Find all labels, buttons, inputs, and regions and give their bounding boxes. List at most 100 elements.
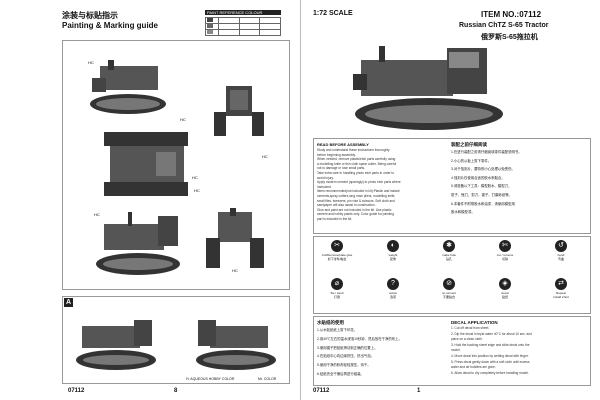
no-cement-icon: ⊘ xyxy=(443,278,455,290)
painting-views-box xyxy=(62,40,290,290)
tractor-side-view-2-illustration xyxy=(96,212,180,275)
decal-zh-line: 3.使用镊子把贴纸滑动到正确的位置上。 xyxy=(317,345,378,350)
assembly-en-line: part is included in the kit. xyxy=(317,216,353,221)
decal-en-line: 5. Press decal gently down with a soft c… xyxy=(451,359,530,364)
paint-reference-table xyxy=(205,17,281,36)
left-footer-item-no: 07112 xyxy=(68,388,85,394)
painting-title-zh: 涂装与标贴指示 xyxy=(62,11,118,20)
decal-en-line: 3. Hold the backing sheet edge and slide… xyxy=(451,342,530,347)
paint-chip-2 xyxy=(207,24,213,28)
decal-en-line: 6. Allow decal to dry completely before … xyxy=(451,370,529,375)
assembly-title-zh: 装配之前仔细阅读 xyxy=(451,142,487,147)
decal-title-zh: 水贴纸的使用 xyxy=(317,320,344,325)
assembly-zh-line: 2.小心的从板上剪下零件。 xyxy=(451,158,492,163)
bend-icon: ↺ xyxy=(555,240,567,252)
decal-en-line: 1. Cut off decal from sheet. xyxy=(451,326,490,330)
decal-en-line: 2. Dip the decal in tepid water 40°C for… xyxy=(451,331,532,336)
assembly-en-line: small files, tweezers, pin vise & scisso… xyxy=(317,198,395,203)
icon-label-zh: 打磨 xyxy=(333,294,340,299)
tractor-side-view-illustration xyxy=(90,60,166,114)
decal-en-line: model. xyxy=(451,348,461,353)
decal-zh-line: 1.从水贴纸纸上剪下印花。 xyxy=(317,328,358,332)
assembly-zh-line: 4.蚀刻片仅使用合适的胶水来黏合。 xyxy=(451,175,505,180)
painting-title-en: Painting & Marking guide xyxy=(62,21,159,30)
decal-steps-zh: 1.从水贴纸纸上剪下印花。 2.用40℃左右的温水浸泡10秒钟，然后放在干净的布… xyxy=(317,326,402,379)
assembly-zh-line: 6.本套件不附带胶水和油漆，请使用模型用 xyxy=(451,201,515,206)
assembly-en-line: When needed, remove plastic/etch parts c… xyxy=(317,157,396,162)
icon-label-zh: 配重 xyxy=(389,256,396,261)
cut-icon: ✂ xyxy=(331,240,343,252)
decal-zh-line: 4.在贴纸中心向边缘挤压，挤出气泡。 xyxy=(317,354,375,359)
callout-hc-5: HC xyxy=(194,188,200,193)
right-footer-page-no: 1 xyxy=(417,388,421,394)
section-a-side-view-illustration xyxy=(76,320,156,370)
option-icon: ? xyxy=(387,278,399,290)
paint-chip-1 xyxy=(207,18,213,22)
tractor-main-illustration xyxy=(353,46,503,130)
decal-en-line: water and air bubbles are gone. xyxy=(451,365,496,370)
left-page-painting-guide: 涂装与标贴指示 Painting & Marking guide PAINT R… xyxy=(62,10,290,394)
assembly-zh-line: 5.请准备以下工具：模型胶水、模型刀、 xyxy=(451,184,512,189)
icon-label-en: decal xyxy=(501,291,509,295)
assembly-zh-line: 3.对于蚀刻片，要特别小心处理以免受伤。 xyxy=(451,167,515,172)
assembly-en-line: cement and hobby paints only. Color guid… xyxy=(317,212,394,217)
paint-chip-3 xyxy=(207,30,213,34)
icon-label-en: Cut/Remove/plate glue xyxy=(321,253,353,257)
callout-hc-3: HC xyxy=(262,154,268,159)
assembly-zh-line: 钳子、锉刀、剪刀、镊子、打磨砂纸等。 xyxy=(451,192,513,197)
icon-label-zh: 剪下零件/黏合 xyxy=(327,256,347,261)
file-sand-icon: ⌀ xyxy=(331,278,343,290)
right-footer-item-no: 07112 xyxy=(313,388,330,394)
decal-application-box xyxy=(313,316,591,386)
paint-legend-mr-color: Mr. COLOR xyxy=(258,377,277,381)
assembly-en-line: instructed. xyxy=(317,184,332,189)
assembly-text-zh: 1.在进行装配之前请仔细阅读零件装配说明书。 2.小心的从板上剪下零件。 3.对… xyxy=(451,148,522,217)
assembly-en-line: not to damage or lose small parts. xyxy=(317,166,366,171)
assembly-en-line: Study and understand these instructions … xyxy=(317,148,390,152)
icon-label-zh: 弯曲 xyxy=(557,256,564,261)
icon-label-zh: 切除 xyxy=(501,256,508,261)
right-page-instructions: 1:72 SCALE ITEM NO.:07112 Russian ChTZ S… xyxy=(300,0,600,400)
assembly-en-line: Items recommended(not included in kit):P… xyxy=(317,189,400,194)
decal-zh-line: 5.使用干净的软布轻轻按压，待干。 xyxy=(317,363,371,368)
callout-hc-7: HC xyxy=(232,268,238,273)
section-a-box xyxy=(62,296,290,384)
assembly-en-line: cements,spray cutters,long nose pliers, … xyxy=(317,193,396,198)
callout-hc-4: HC xyxy=(192,175,198,180)
assembly-zh-line: 1.在进行装配之前请仔细阅读零件装配说明书。 xyxy=(451,150,522,154)
decal-steps-en: 1. Cut off decal from sheet. 2. Dip the … xyxy=(451,326,532,376)
assembly-zh-line: 胶水和模型漆。 xyxy=(451,210,475,215)
decal-zh-line: 6.贴纸完全干燥后再进行组装。 xyxy=(317,371,364,376)
assembly-text-en: Study and understand these instructions … xyxy=(317,148,401,222)
decal-icon: ◈ xyxy=(499,278,511,290)
scale-label: 1:72 SCALE xyxy=(313,10,353,17)
make-hole-icon: ✱ xyxy=(443,240,455,252)
assembly-en-line: a modelling knife or thin cloth spear cu… xyxy=(317,161,397,166)
icon-label-en: cut / remove xyxy=(496,253,514,257)
icon-label-en: option xyxy=(388,291,398,295)
section-a-label: A xyxy=(64,298,73,307)
product-name-en: Russian ChTZ S-65 Tractor xyxy=(459,22,549,29)
assembly-en-line: avoid injury. xyxy=(317,175,334,180)
section-a-side-view-2-illustration xyxy=(196,320,276,370)
icon-label-en: bend xyxy=(557,253,565,257)
icon-label-en: Repeat xyxy=(556,291,566,295)
paint-table-header: PAINT REFERENCE COLOUR xyxy=(205,10,281,15)
icon-label-zh: 不要粘合 xyxy=(442,294,455,299)
callout-hc-2: HC xyxy=(180,117,186,122)
tractor-top-view-illustration xyxy=(104,132,188,196)
decal-title-en: DECAL APPLICATION xyxy=(451,320,498,325)
icon-label-en: file / sand xyxy=(330,291,344,295)
assembly-en-line: Apply modern cement (sparingly) to photo… xyxy=(317,180,401,185)
decal-en-line: 4. Move decal into position by wetting d… xyxy=(451,353,529,358)
decal-en-line: place on a clean cloth. xyxy=(451,337,483,342)
read-before-assembly-box xyxy=(313,138,591,234)
assembly-en-line: sandpaper will also assist in constructi… xyxy=(317,203,376,208)
icon-label-zh: Install 2 Ent xyxy=(553,294,569,299)
